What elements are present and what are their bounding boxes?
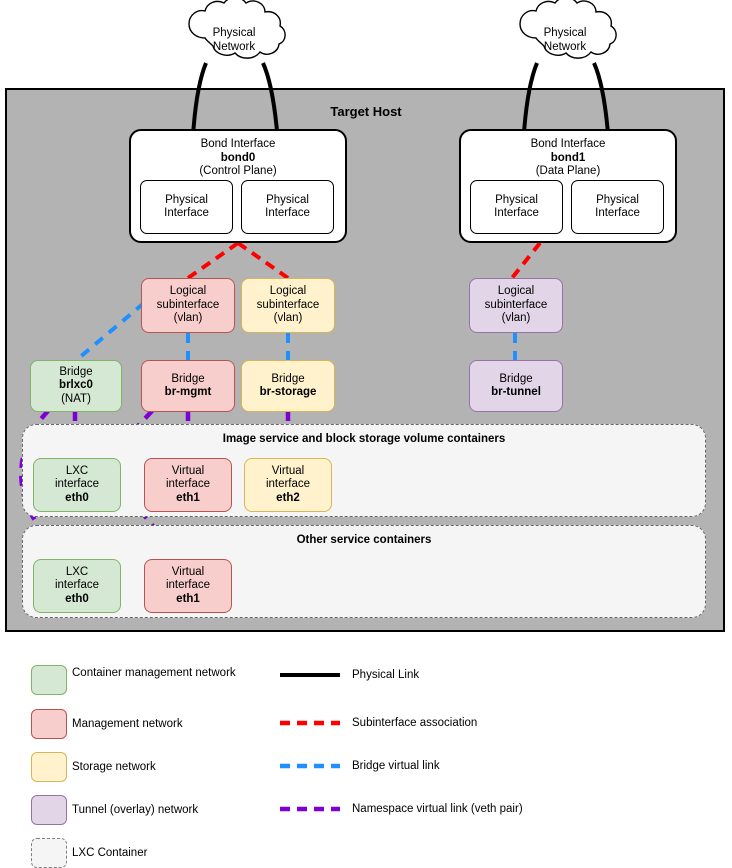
- legend-label-container-management-network: Container management network: [72, 667, 236, 679]
- g2-eth1-line3: eth1: [176, 592, 200, 605]
- subif-mgmt-line3: (vlan): [173, 312, 203, 325]
- g1-virtual-interface-eth1[interactable]: Virtual interface eth1: [144, 458, 232, 512]
- subif-mgmt-line1: Logical: [169, 285, 207, 298]
- logical-subinterface-tunnel[interactable]: Logical subinterface (vlan): [469, 278, 563, 333]
- brtunnel-line2: br-tunnel: [491, 386, 541, 398]
- subif-storage-line2: subinterface: [256, 298, 320, 311]
- g1-eth0-line3: eth0: [65, 491, 89, 504]
- legend-label-physical-link: Physical Link: [352, 669, 420, 681]
- g1-lxc-interface-eth0[interactable]: LXC interface eth0: [33, 458, 121, 512]
- bridge-br-mgmt[interactable]: Bridge br-mgmt: [141, 360, 235, 412]
- legend: Container management network Management …: [0, 648, 732, 868]
- bond1-line3: (Data Plane): [535, 165, 601, 177]
- legend-label-storage-network: Storage network: [72, 761, 156, 773]
- cloud-left-line2: Network: [212, 40, 256, 53]
- cloud-right-line1: Physical: [543, 27, 587, 39]
- g2-virtual-interface-eth1[interactable]: Virtual interface eth1: [144, 559, 232, 613]
- brstorage-line2: br-storage: [259, 386, 317, 398]
- bond1-line2: bond1: [550, 151, 586, 164]
- g2-eth0-line3: eth0: [65, 592, 89, 605]
- subif-storage-line1: Logical: [269, 285, 307, 298]
- legend-swatch-tunnel-overlay-network: [31, 795, 67, 825]
- subif-mgmt-line2: subinterface: [156, 298, 220, 311]
- g2-lxc-interface-eth0[interactable]: LXC interface eth0: [33, 559, 121, 613]
- legend-label-lxc-container: LXC Container: [72, 847, 148, 859]
- bond1-phy2-line2: Interface: [595, 207, 640, 219]
- legend-label-bridge-virtual-link: Bridge virtual link: [352, 760, 440, 772]
- brtunnel-line1: Bridge: [499, 372, 533, 385]
- bond0-phy2-line1: Physical: [266, 193, 309, 206]
- g1-virtual-interface-eth2[interactable]: Virtual interface eth2: [244, 458, 332, 512]
- cloud-left-label: Physical Network: [179, 27, 289, 54]
- subif-tunnel-line1: Logical: [497, 285, 535, 298]
- g1-eth0-line2: interface: [54, 478, 100, 491]
- lxc-group-other-service: Other service containers: [22, 525, 706, 618]
- cloud-right-label: Physical Network: [510, 27, 620, 54]
- cloud-left-line1: Physical: [212, 27, 256, 39]
- bridge-br-tunnel[interactable]: Bridge br-tunnel: [469, 360, 563, 412]
- bond1-physical-interface-2[interactable]: Physical Interface: [571, 180, 664, 234]
- legend-label-tunnel-overlay-network: Tunnel (overlay) network: [72, 804, 199, 816]
- bond0-line3: (Control Plane): [199, 165, 277, 177]
- bond0-phy1-line1: Physical: [165, 193, 208, 206]
- g1-eth1-line2: interface: [165, 478, 211, 491]
- g1-eth0-line1: LXC: [65, 464, 89, 477]
- legend-swatch-lxc-container: [31, 838, 67, 868]
- legend-label-management-network: Management network: [72, 718, 183, 730]
- bond0-phy1-line2: Interface: [164, 207, 209, 219]
- lxc-group-1-title: Image service and block storage volume c…: [222, 433, 506, 445]
- bond0-physical-interface-1[interactable]: Physical Interface: [140, 180, 233, 234]
- lxc-group-image-block-storage: Image service and block storage volume c…: [22, 424, 706, 517]
- bond0-physical-interface-2[interactable]: Physical Interface: [241, 180, 334, 234]
- logical-subinterface-storage[interactable]: Logical subinterface (vlan): [241, 278, 335, 333]
- g1-eth1-line3: eth1: [176, 491, 200, 504]
- target-host-title: Target Host: [330, 104, 402, 119]
- lxc-group-2-title: Other service containers: [296, 534, 432, 546]
- g2-eth1-line2: interface: [165, 579, 211, 592]
- g1-eth2-line3: eth2: [276, 491, 300, 504]
- bond1-physical-interface-1[interactable]: Physical Interface: [470, 180, 563, 234]
- g1-eth2-line1: Virtual: [271, 464, 305, 477]
- bond0-line2: bond0: [220, 151, 256, 164]
- bond1-phy2-line1: Physical: [596, 193, 639, 206]
- bond0-line1: Bond Interface: [200, 138, 276, 150]
- bond1-line1: Bond Interface: [530, 138, 606, 150]
- g1-eth2-line2: interface: [265, 478, 311, 491]
- brlxc0-line2: brlxc0: [59, 379, 93, 392]
- legend-label-subinterface-assoc: Subinterface association: [352, 717, 478, 729]
- brlxc0-line3: (NAT): [61, 392, 91, 405]
- legend-swatch-storage-network: [31, 752, 67, 782]
- subif-storage-line3: (vlan): [273, 312, 303, 325]
- legend-swatch-container-management-network: [31, 665, 67, 695]
- g2-eth0-line1: LXC: [65, 565, 89, 578]
- brstorage-line1: Bridge: [271, 372, 305, 385]
- g2-eth0-line2: interface: [54, 579, 100, 592]
- brlxc0-line1: Bridge: [59, 365, 93, 378]
- bond0-phy2-line2: Interface: [265, 207, 310, 219]
- brmgmt-line1: Bridge: [171, 372, 205, 385]
- subif-tunnel-line2: subinterface: [484, 298, 548, 311]
- bridge-brlxc0[interactable]: Bridge brlxc0 (NAT): [30, 360, 122, 412]
- legend-label-namespace-virtual-link: Namespace virtual link (veth pair): [352, 803, 523, 815]
- legend-swatch-management-network: [31, 709, 67, 739]
- subif-tunnel-line3: (vlan): [501, 312, 531, 325]
- bond1-phy1-line1: Physical: [495, 193, 538, 206]
- g2-eth1-line1: Virtual: [171, 565, 205, 578]
- logical-subinterface-mgmt[interactable]: Logical subinterface (vlan): [141, 278, 235, 333]
- cloud-right-line2: Network: [543, 40, 587, 53]
- g1-eth1-line1: Virtual: [171, 464, 205, 477]
- bridge-br-storage[interactable]: Bridge br-storage: [241, 360, 335, 412]
- brmgmt-line2: br-mgmt: [164, 386, 212, 398]
- bond1-phy1-line2: Interface: [494, 207, 539, 219]
